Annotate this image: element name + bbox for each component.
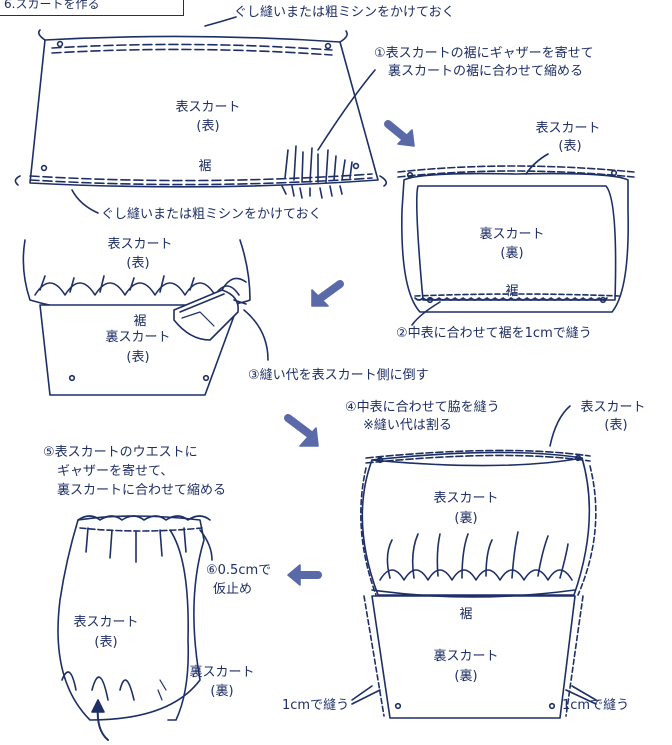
step4-skirt-label: 表スカート [433,491,499,506]
step4-side-right: 1cmで縫う [562,698,630,713]
step6-lining-label: 裏スカート [189,665,255,680]
step1-instruction-2: 裏スカートの裾に合わせて縮める [388,64,584,79]
step4-outer-sub: (表) [604,418,628,433]
step6-skirt-label: 表スカート [73,615,139,630]
step6-skirt [57,515,211,721]
step4-instruction-2: ※縫い代は割る [363,418,452,433]
step6-line-1: ⑥0.5cmで [206,563,272,578]
leader-line [243,309,269,361]
leader-line [71,189,99,214]
step1-outer-skirt [14,29,388,199]
step1-skirt-sub: (表) [196,119,220,134]
arrow-down-left [314,280,344,304]
leader-line [565,685,597,705]
step1-instruction-1: ①表スカートの裾にギャザーを寄せて [374,46,594,61]
step2-hem-label: 裾 [505,284,519,299]
page-title: 6.スカートを作る [4,0,100,11]
leader-line [351,685,381,705]
leader-line [549,405,571,447]
note-top: ぐし縫いまたは粗ミシンをかけておく [234,5,455,20]
step3-instruction: ③縫い代を表スカート側に倒す [248,368,429,383]
step4-skirt-sub: (裏) [454,511,478,526]
step3-folded [22,239,251,396]
step2-outer-sub: (表) [558,139,582,154]
step4-side-left: 1cmで縫う [282,698,350,713]
step4-outer-label: 表スカート [580,400,646,415]
step5-line-3: 裏スカートに合わせて縮める [57,483,227,498]
header-box [0,0,184,16]
step4-instruction-1: ④中表に合わせて脇を縫う [345,400,500,415]
leader-line [411,301,441,326]
step5-line-2: ギャザーを寄せて、 [57,464,174,479]
step6-skirt-sub: (表) [94,635,118,650]
leader-line [317,69,376,151]
step6-lining-sub: (裏) [210,684,234,699]
step3-lining-sub: (表) [126,350,150,365]
note-bottom: ぐし縫いまたは粗ミシンをかけておく [101,207,322,222]
step2-instruction: ②中表に合わせて裾を1cmで縫う [396,326,592,341]
step3-outer-label: 表スカート [107,237,173,252]
step5-line-1: ⑤表スカートのウエストに [43,445,198,460]
step4-lining-sub: (裏) [454,669,478,684]
step3-lining-label: 裏スカート [105,330,171,345]
step2-lining-sub: (裏) [500,246,524,261]
step3-hem-label: 裾 [133,314,147,329]
step1-hem-label: 裾 [198,159,212,174]
step2-outer-label: 表スカート [535,121,601,136]
step4-tube [360,449,597,719]
leader-line [204,16,237,27]
leader-line [199,529,213,561]
arrow-right [284,414,316,440]
step6-line-2: 仮止め [213,582,253,597]
leader-line [525,153,549,175]
step2-lining-label: 裏スカート [479,227,545,242]
step4-lining-label: 裏スカート [433,649,499,664]
step1-skirt-label: 表スカート [175,100,241,115]
step2-lining [397,165,635,313]
step3-outer-sub: (表) [126,256,150,271]
step4-hem-label: 裾 [459,607,473,622]
